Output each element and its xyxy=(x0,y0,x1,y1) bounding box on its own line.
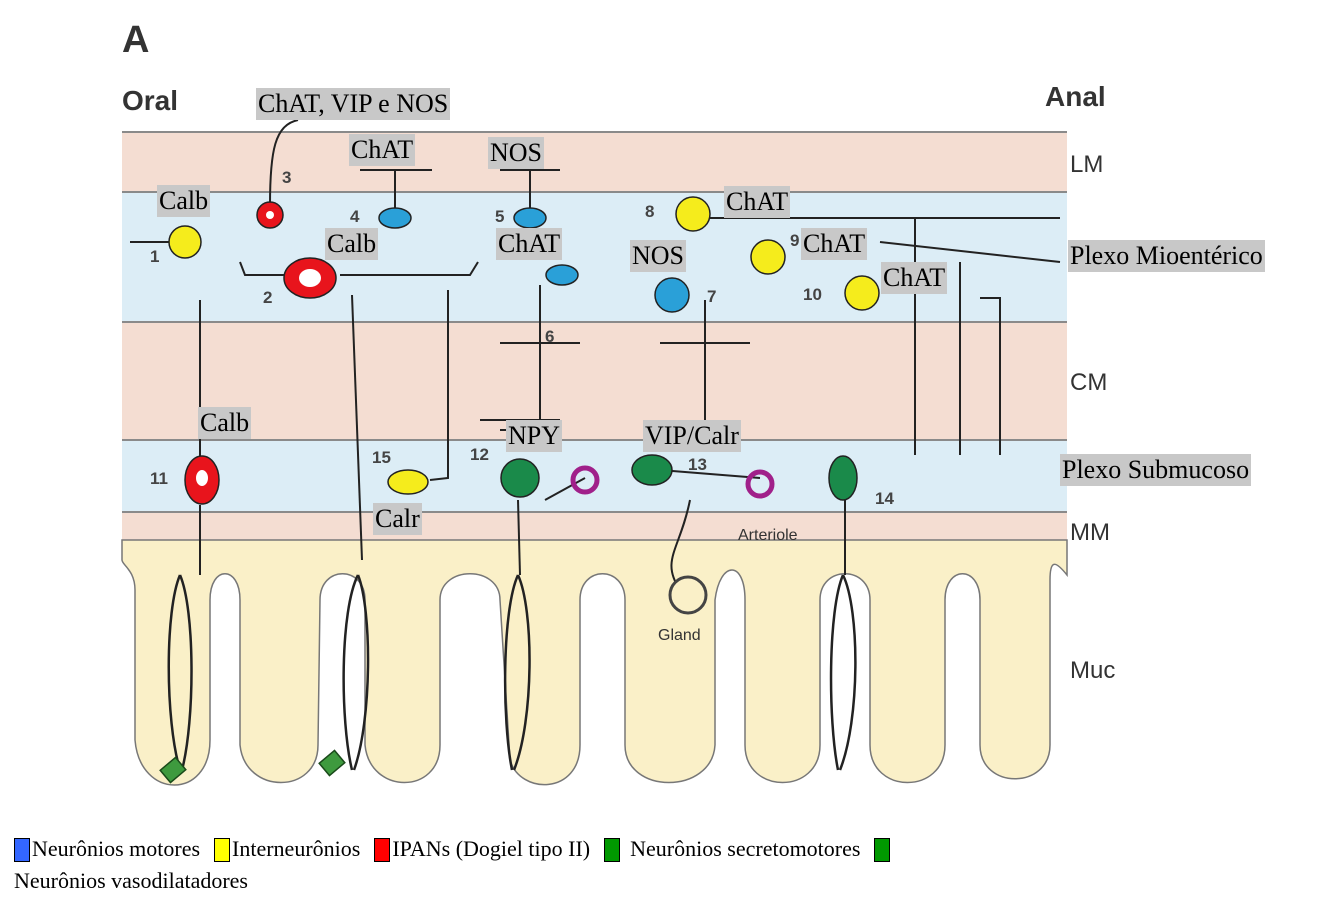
label-chat-9: ChAT xyxy=(801,228,867,260)
label-chat-10: ChAT xyxy=(881,262,947,294)
legend: Neurônios motores Interneurônios IPANs (… xyxy=(14,822,1314,894)
legend-item-ipan: IPANs (Dogiel tipo II) xyxy=(374,836,590,862)
label-plexo-submucoso: Plexo Submucoso xyxy=(1060,454,1251,486)
neuron-number-13: 13 xyxy=(688,455,707,474)
mucosa-villi xyxy=(122,540,1067,785)
legend-swatch-green xyxy=(604,838,620,862)
neuron-number-15: 15 xyxy=(372,448,391,467)
gland-label: Gland xyxy=(658,627,701,644)
label-chat-4: ChAT xyxy=(349,134,415,166)
legend-item-vasodilator-swatch xyxy=(874,838,892,862)
mm-layer xyxy=(122,512,1067,540)
label-calr: Calr xyxy=(373,503,422,535)
neuron-number-10: 10 xyxy=(803,285,822,304)
label-npy: NPY xyxy=(506,420,562,452)
label-calb-2: Calb xyxy=(325,228,378,260)
legend-item-interneuron: Interneurônios xyxy=(214,836,360,862)
cm-layer-label: CM xyxy=(1070,369,1107,396)
neuron-number-3: 3 xyxy=(282,168,291,187)
label-plexo-mioenterico: Plexo Mioentérico xyxy=(1068,240,1265,272)
neuron-number-2: 2 xyxy=(263,288,272,307)
legend-swatch-red xyxy=(374,838,390,862)
neuron-number-11: 11 xyxy=(150,469,168,488)
label-vip-calr: VIP/Calr xyxy=(643,420,741,452)
label-nos-5: NOS xyxy=(488,137,544,169)
lm-layer xyxy=(122,132,1067,192)
label-chat-vip-nos: ChAT, VIP e NOS xyxy=(256,88,450,120)
arteriole-label: Arteriole xyxy=(738,527,798,544)
neuron-number-12: 12 xyxy=(470,445,489,464)
label-chat-6: ChAT xyxy=(496,228,562,260)
muc-layer-label: Muc xyxy=(1070,657,1115,684)
legend-label: Neurônios secretomotores xyxy=(630,836,860,862)
label-nos-7: NOS xyxy=(630,240,686,272)
mm-layer-label: MM xyxy=(1070,519,1110,546)
label-chat-8: ChAT xyxy=(724,186,790,218)
neuron-number-7: 7 xyxy=(707,287,716,306)
neuron-number-1: 1 xyxy=(150,247,159,266)
legend-item-motor: Neurônios motores xyxy=(14,836,200,862)
legend-item-secretomotor: Neurônios secretomotores xyxy=(604,836,860,862)
lm-layer-label: LM xyxy=(1070,151,1103,178)
neuron-number-6: 6 xyxy=(545,327,554,346)
legend-swatch-yellow xyxy=(214,838,230,862)
cm-layer xyxy=(122,322,1067,440)
label-calb-1: Calb xyxy=(157,185,210,217)
gland-icon xyxy=(670,577,706,613)
oral-label: Oral xyxy=(122,85,178,116)
legend-swatch-blue xyxy=(14,838,30,862)
neuron-number-8: 8 xyxy=(645,202,654,221)
panel-letter: A xyxy=(122,19,149,61)
neuron-number-9: 9 xyxy=(790,231,799,250)
neuron-number-14: 14 xyxy=(875,489,894,508)
legend-label: Interneurônios xyxy=(232,836,360,862)
neuron-number-5: 5 xyxy=(495,207,504,226)
legend-label-vasodilator: Neurônios vasodilatadores xyxy=(14,868,248,893)
legend-label: IPANs (Dogiel tipo II) xyxy=(392,836,590,862)
legend-swatch-green xyxy=(874,838,890,862)
neuron-number-4: 4 xyxy=(350,207,360,226)
label-calb-11: Calb xyxy=(198,407,251,439)
legend-label: Neurônios motores xyxy=(32,836,200,862)
anal-label: Anal xyxy=(1045,81,1106,112)
